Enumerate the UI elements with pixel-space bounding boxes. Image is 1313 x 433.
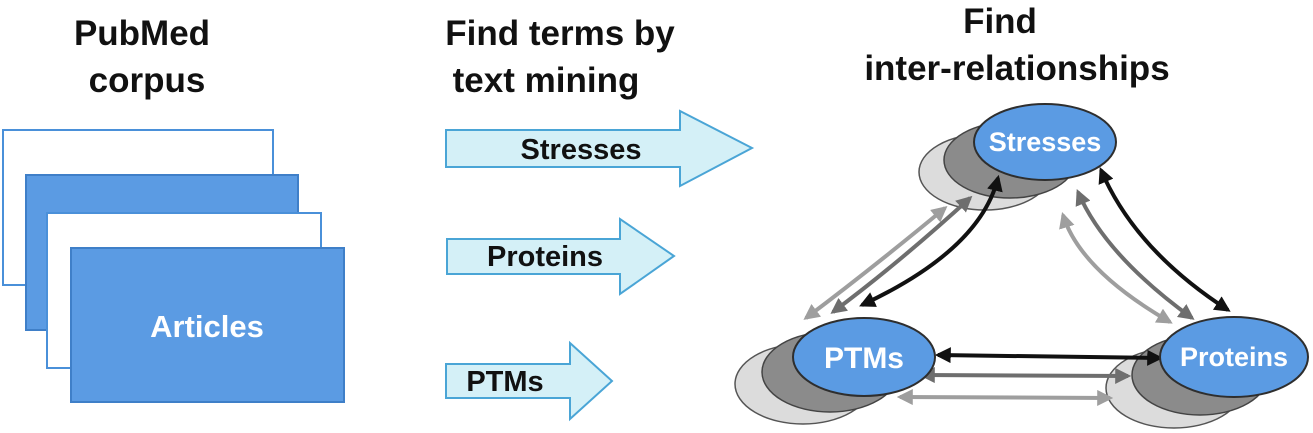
edges-stresses-proteins	[1059, 167, 1231, 324]
edge-ptms-proteins-light	[896, 389, 1114, 406]
edge-stresses-proteins-black	[1098, 167, 1231, 312]
text-mining-heading: Find terms by text mining	[445, 14, 675, 100]
term-label-ptms: PTMs	[466, 366, 543, 398]
edge-stresses-ptms-dark	[830, 195, 973, 314]
node-ptms-ellipse	[792, 317, 936, 397]
term-arrow-stresses: Stresses	[445, 109, 755, 188]
node-proteins: Proteins	[1159, 316, 1309, 398]
node-label-ptms: PTMs	[824, 342, 904, 375]
edge-stresses-proteins-light	[1059, 211, 1173, 324]
node-proteins-ellipse	[1159, 316, 1309, 398]
text-mining-heading-line2: text mining	[453, 61, 640, 100]
term-label-stresses: Stresses	[521, 134, 642, 166]
node-label-proteins: Proteins	[1180, 342, 1288, 372]
relationships-heading: Find inter-relationships	[864, 2, 1169, 88]
edge-ptms-proteins-black	[934, 347, 1164, 366]
edges-stresses-ptms	[803, 174, 1003, 320]
term-label-proteins: Proteins	[487, 241, 603, 273]
article-page-front	[70, 247, 345, 403]
term-arrow-ptms: PTMs	[445, 340, 614, 422]
text-mining-heading-line1: Find terms by	[445, 14, 675, 53]
article-stack: Articles	[2, 129, 345, 403]
edges-ptms-proteins	[896, 347, 1164, 406]
term-arrow-proteins-shape	[446, 217, 676, 296]
term-arrow-proteins: Proteins	[446, 217, 676, 296]
corpus-heading: PubMed corpus	[74, 14, 210, 100]
relationships-heading-line1: Find	[963, 2, 1037, 41]
term-arrow-ptms-shape	[445, 340, 614, 422]
edge-ptms-proteins-dark	[918, 367, 1132, 384]
relationships-heading-line2: inter-relationships	[864, 49, 1169, 88]
node-label-stresses: Stresses	[989, 127, 1102, 157]
edge-stresses-ptms-light	[803, 205, 948, 320]
corpus-heading-line2: corpus	[89, 61, 206, 100]
edge-stresses-ptms-black	[859, 174, 1003, 307]
node-ptms: PTMs	[792, 317, 936, 397]
corpus-heading-line1: PubMed	[74, 14, 210, 53]
node-stresses: Stresses	[973, 103, 1117, 181]
term-arrow-stresses-shape	[445, 109, 755, 188]
articles-label: Articles	[150, 309, 264, 344]
node-stresses-ellipse	[973, 103, 1117, 181]
